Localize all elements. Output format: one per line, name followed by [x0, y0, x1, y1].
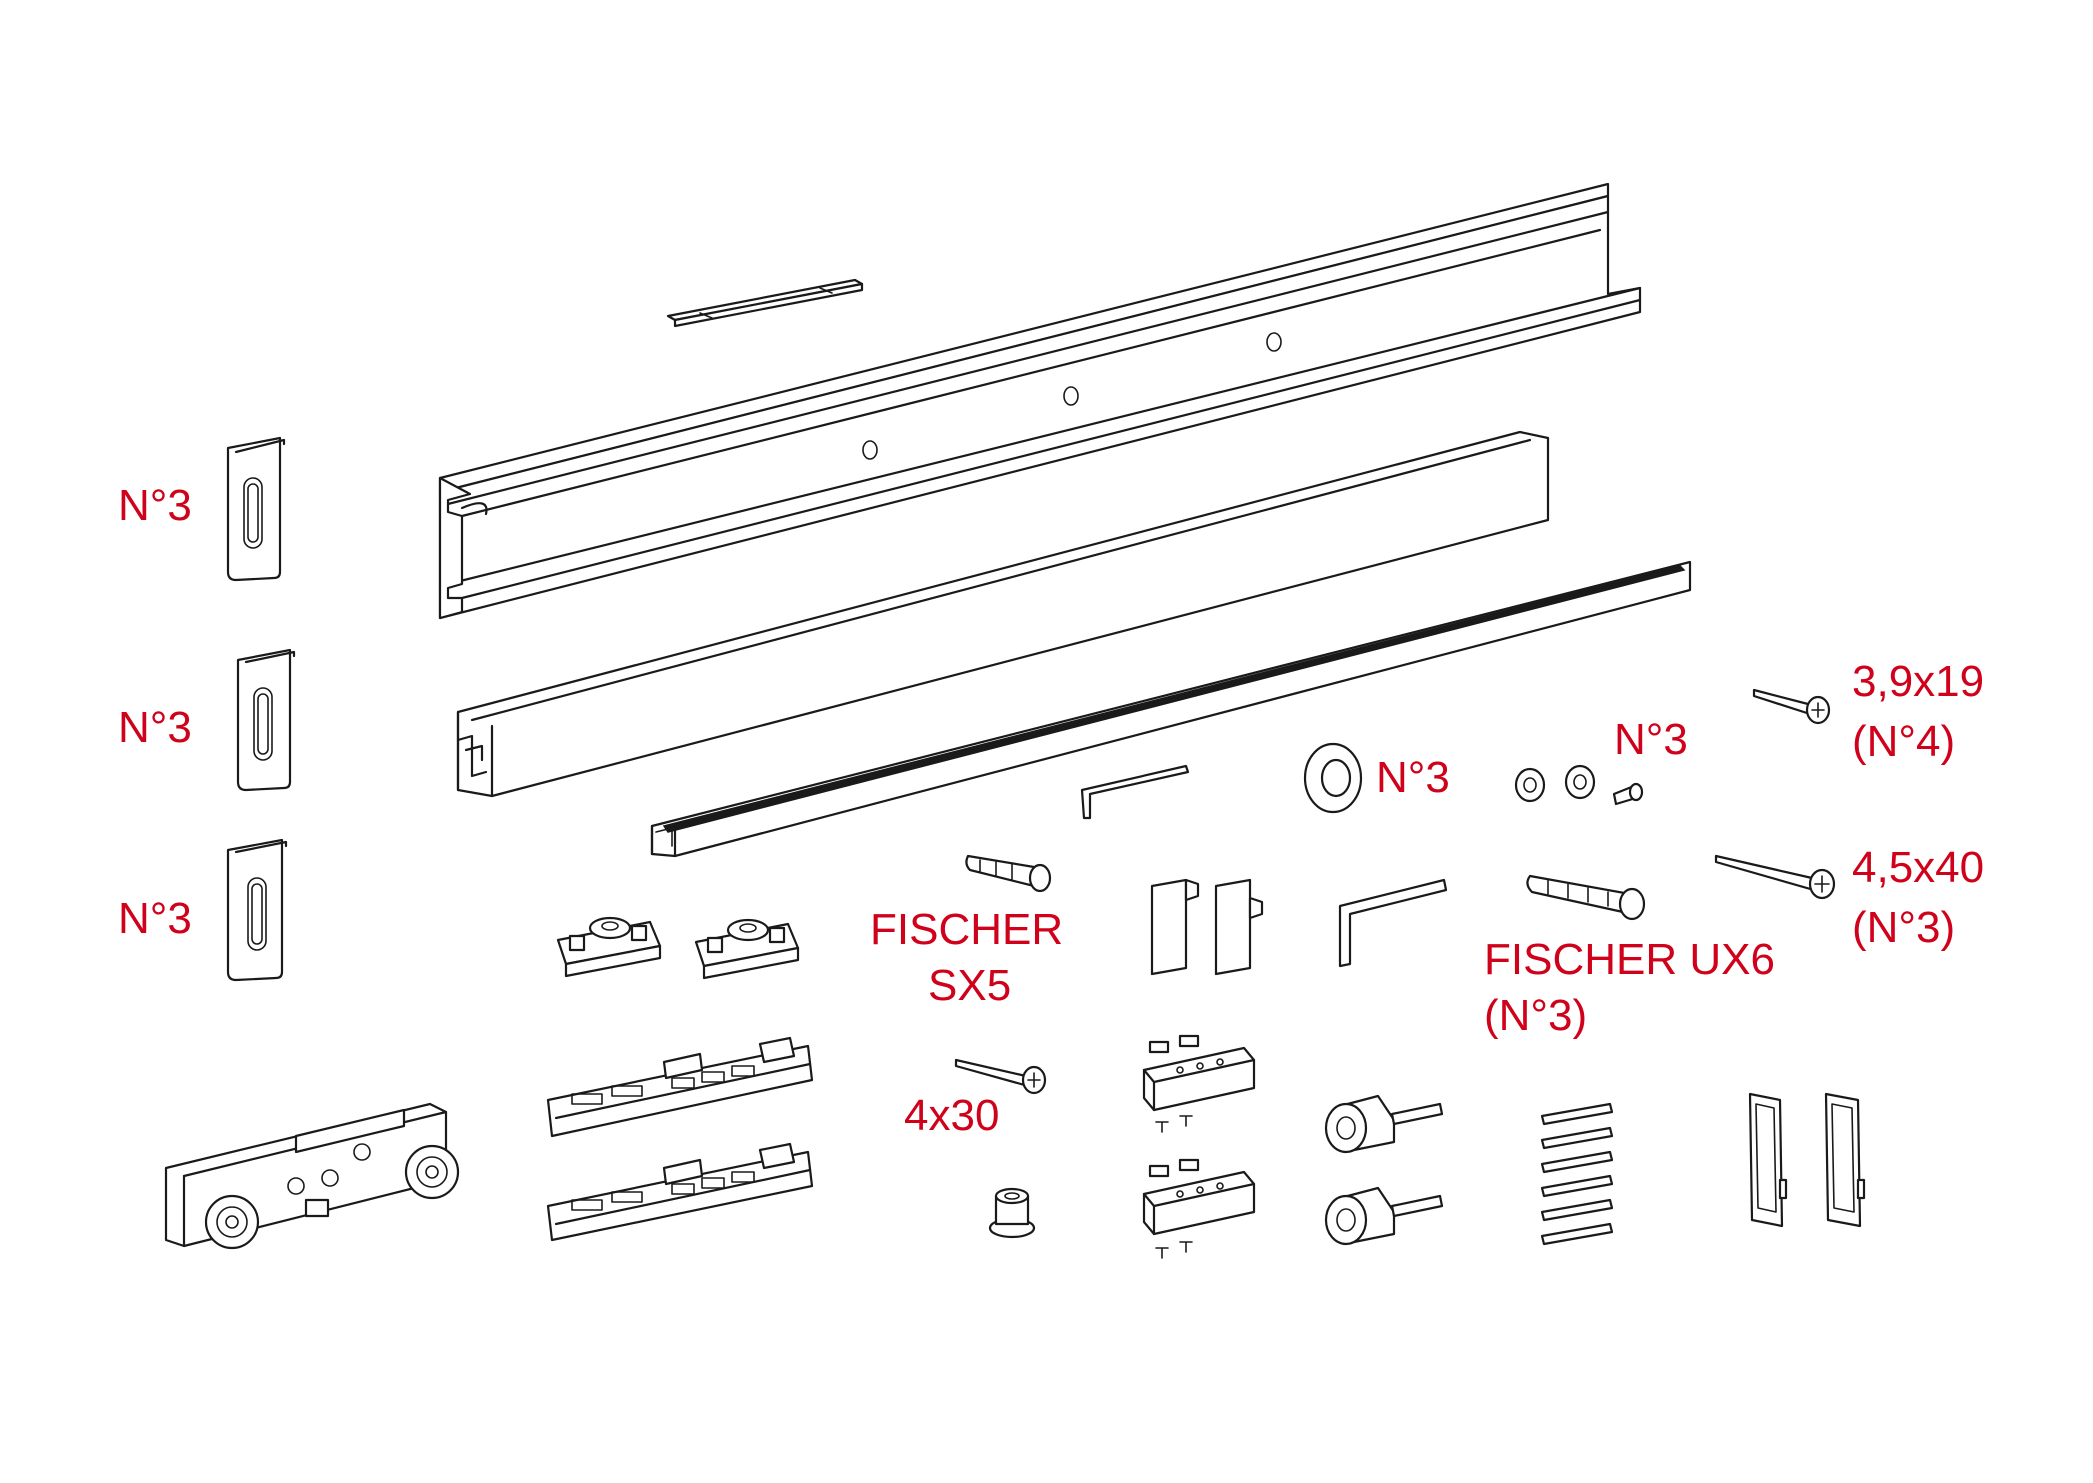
stopper-block-1 [1142, 1034, 1256, 1133]
screw-4x30-size-label: 4x30 [904, 1091, 1000, 1140]
screw-3-9x19-quantity-label: (N°4) [1852, 717, 1956, 766]
floor-guide-profile [650, 560, 1692, 858]
bracket-2-quantity-label: N°3 [118, 703, 192, 752]
fischer-sx5-plug [965, 854, 1052, 893]
wheel-bracket-2 [1324, 1186, 1444, 1246]
fischer-ux6-plug [1526, 874, 1646, 921]
stopper-block-2 [1142, 1158, 1256, 1259]
soft-close-damper-1 [546, 1036, 814, 1138]
soft-close-damper-2 [546, 1142, 814, 1242]
flush-handle-right [1824, 1092, 1866, 1228]
upper-track-rail [438, 182, 1642, 620]
small-allen-key [1080, 764, 1190, 820]
bushing [988, 1187, 1036, 1239]
rail-connector-plate [666, 278, 864, 328]
wall-bracket-1 [226, 436, 286, 582]
wheel-bracket-1 [1324, 1094, 1444, 1154]
bracket-3-quantity-label: N°3 [118, 894, 192, 943]
end-cap-left [1150, 878, 1200, 976]
nut-set [1514, 764, 1644, 806]
floor-guide-block-2 [694, 918, 800, 980]
flush-handle-left [1748, 1092, 1788, 1228]
shim-plates-stack [1540, 1102, 1614, 1246]
screw-3-9x19 [1752, 688, 1831, 725]
glass-channel-profile [456, 430, 1550, 798]
roller-carriage [164, 1102, 460, 1250]
fischer-sx5-label-line1: FISCHER [870, 905, 1064, 954]
wall-bracket-3 [226, 838, 288, 982]
fischer-ux6-quantity-label: (N°3) [1484, 991, 1588, 1040]
floor-guide-block-1 [556, 916, 662, 978]
fischer-sx5-label-line2: SX5 [928, 961, 1012, 1010]
nut-set-quantity-label: N°3 [1614, 715, 1688, 764]
end-cap-right [1214, 878, 1264, 976]
large-allen-key [1338, 878, 1448, 968]
screw-4x30 [954, 1058, 1047, 1095]
screw-4-5x40 [1714, 854, 1836, 900]
fischer-ux6-label: FISCHER UX6 [1484, 935, 1775, 984]
screw-4-5x40-size-label: 4,5x40 [1852, 843, 1985, 892]
washer [1303, 742, 1363, 814]
wall-bracket-2 [236, 648, 296, 792]
washer-quantity-label: N°3 [1376, 753, 1450, 802]
screw-4-5x40-quantity-label: (N°3) [1852, 903, 1956, 952]
bracket-1-quantity-label: N°3 [118, 481, 192, 530]
screw-3-9x19-size-label: 3,9x19 [1852, 657, 1985, 706]
